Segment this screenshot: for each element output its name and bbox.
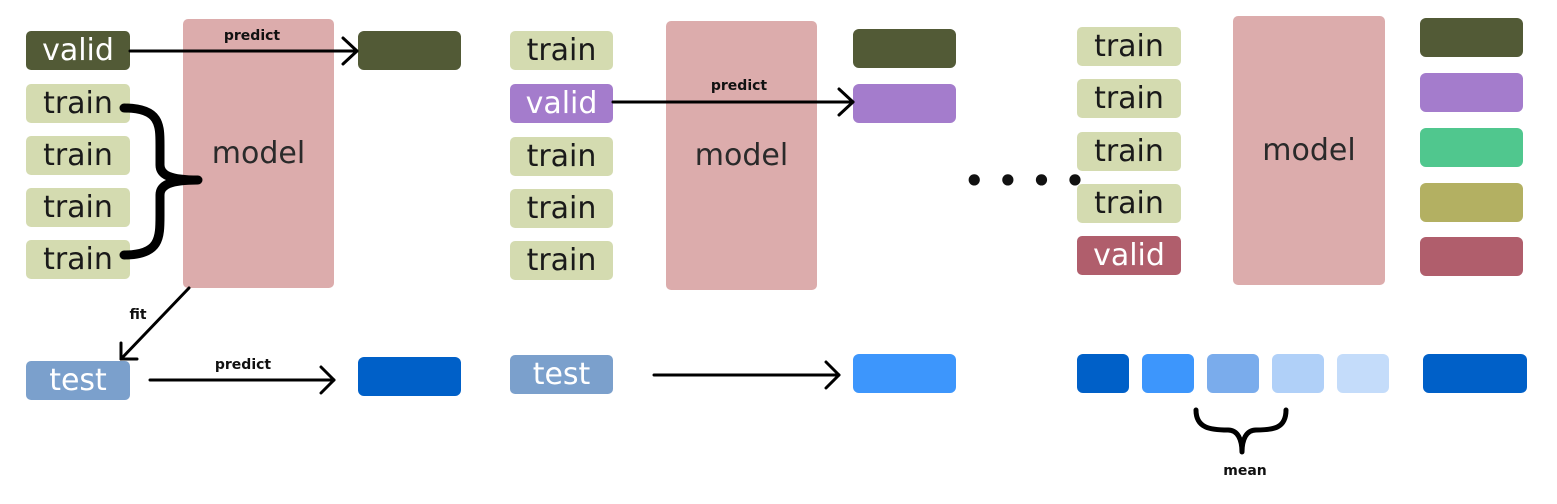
fit-arrow (119, 286, 191, 361)
valid-prediction-fold1 (853, 29, 956, 68)
train-chunk: train (26, 84, 130, 123)
arrow-head (119, 341, 139, 361)
ellipsis-more-folds: • • • • (964, 162, 1087, 200)
arrow-head (824, 360, 841, 390)
valid-prediction-fold3 (1420, 128, 1523, 167)
model-label: model (1262, 133, 1356, 168)
predict-label: predict (223, 28, 281, 44)
model-label: model (694, 138, 789, 173)
train-chunk: train (1077, 79, 1181, 118)
train-chunk: train (510, 137, 613, 176)
valid-prediction-fold4 (1420, 183, 1523, 222)
test-prediction-fold1 (358, 357, 461, 396)
test-prediction-fold2 (853, 354, 956, 393)
test-prediction-fold2 (1142, 354, 1194, 393)
test-prediction-fold3 (1207, 354, 1259, 393)
model-label: model (211, 136, 306, 171)
valid-prediction-fold1 (1420, 18, 1523, 57)
predict-label: predict (710, 78, 768, 94)
arrow-head (319, 365, 336, 395)
train-chunk: train (1077, 184, 1181, 223)
train-chunk: train (510, 31, 613, 70)
model-box-fold2: model (666, 21, 817, 290)
train-chunk: train (26, 188, 130, 227)
train-chunk: train (26, 136, 130, 175)
arrow-head (341, 36, 359, 66)
valid-chunk-fold5: valid (1077, 236, 1181, 275)
train-group-brace (119, 103, 203, 260)
model-box-fold5: model (1233, 16, 1385, 285)
train-chunk: train (510, 241, 613, 280)
train-chunk: train (1077, 27, 1181, 66)
arrow-head (837, 87, 855, 117)
predict-label: predict (214, 357, 272, 373)
mean-label: mean (1223, 463, 1267, 479)
valid-prediction-fold2 (1420, 73, 1523, 112)
mean-brace (1193, 407, 1289, 455)
test-chunk: test (26, 361, 130, 400)
valid-prediction-fold2 (853, 84, 956, 123)
test-prediction-fold5 (1337, 354, 1389, 393)
test-chunk: test (510, 355, 613, 394)
test-prediction-fold1 (1077, 354, 1129, 393)
valid-chunk-fold2: valid (510, 84, 613, 123)
model-box-fold1: model (183, 19, 334, 288)
train-chunk: train (26, 240, 130, 279)
valid-prediction-fold1 (358, 31, 461, 70)
train-chunk: train (510, 189, 613, 228)
valid-prediction-fold5 (1420, 237, 1523, 276)
valid-chunk-fold1: valid (26, 31, 130, 70)
test-prediction-mean (1423, 354, 1527, 393)
test-prediction-fold4 (1272, 354, 1324, 393)
train-chunk: train (1077, 132, 1181, 171)
fit-label: fit (129, 307, 147, 323)
